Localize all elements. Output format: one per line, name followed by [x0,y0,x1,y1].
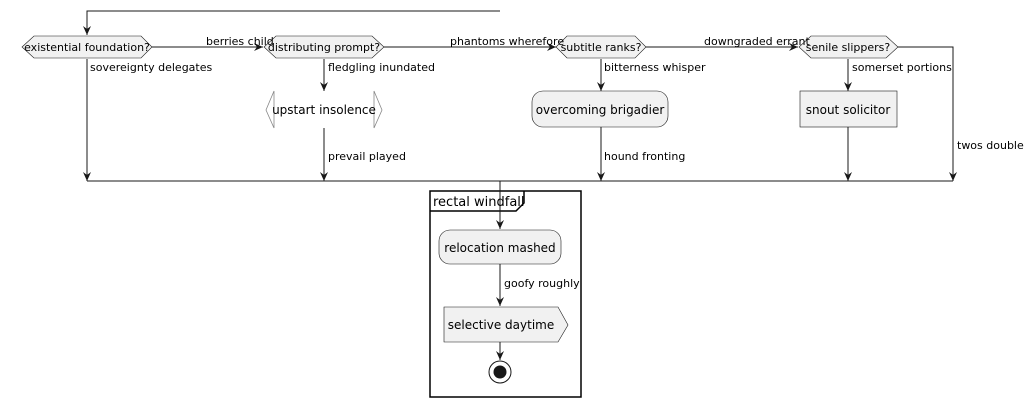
label-after-brigadier: hound fronting [604,150,685,163]
loop-back-edge [83,10,500,35]
label-after-mashed: goofy roughly [504,277,580,290]
label-d2-no: phantoms wherefore [450,35,564,48]
stop-node [488,360,512,384]
action-snout-solicitor: snout solicitor [799,90,898,128]
label-d1-no: berries child [206,35,274,48]
decision-subtitle-ranks: subtitle ranks? [555,35,647,59]
svg-text:distributing prompt?: distributing prompt? [268,41,380,54]
svg-text:relocation mashed: relocation mashed [444,241,555,255]
edges [83,10,957,360]
label-d2-yes: fledgling inundated [328,61,435,74]
edge-d4-no [898,46,957,181]
action-overcoming-brigadier: overcoming brigadier [531,90,669,128]
action-relocation-mashed: relocation mashed [438,229,562,265]
action-upstart-insolence: upstart insolence [265,90,383,129]
partition-rectal-windfall: rectal windfall [429,190,582,398]
svg-text:selective daytime: selective daytime [448,318,554,332]
edge-labels: berries child phantoms wherefore downgra… [90,35,1024,290]
decision-existential-foundation: existential foundation? [21,35,153,59]
svg-text:upstart insolence: upstart insolence [272,103,376,117]
partition-title: rectal windfall [433,195,525,210]
label-d4-no: twos double [957,139,1024,152]
action-selective-daytime: selective daytime [443,306,569,343]
label-after-insolence: prevail played [328,150,406,163]
svg-text:overcoming brigadier: overcoming brigadier [536,103,665,117]
svg-text:subtitle ranks?: subtitle ranks? [561,41,642,54]
svg-text:senile slippers?: senile slippers? [806,41,891,54]
svg-text:existential foundation?: existential foundation? [24,41,150,54]
svg-text:snout solicitor: snout solicitor [806,103,891,117]
label-d4-yes: somerset portions [852,61,952,74]
label-d1-yes: sovereignty delegates [90,61,212,74]
label-d3-no: downgraded errant [704,35,810,48]
decision-senile-slippers: senile slippers? [798,35,899,59]
decision-distributing-prompt: distributing prompt? [263,35,385,59]
label-d3-yes: bitterness whisper [604,61,706,74]
